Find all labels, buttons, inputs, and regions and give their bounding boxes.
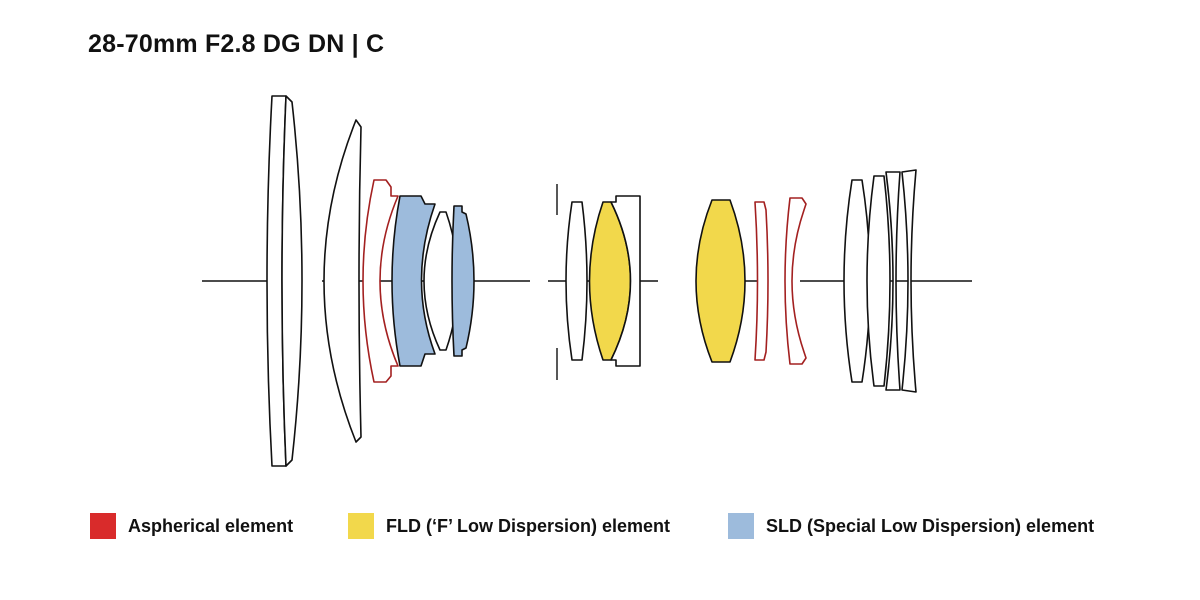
- lens-element-5: [565, 201, 588, 361]
- legend-label-aspherical: Aspherical element: [128, 515, 294, 536]
- legend-item-aspherical: Aspherical element: [90, 510, 293, 542]
- legend-swatch-sld: [728, 513, 754, 539]
- legend-label-sld: SLD (Special Low Dispersion) element: [766, 515, 1095, 536]
- aspherical-element-3: [784, 197, 807, 365]
- lens-element-6: [610, 195, 641, 367]
- lens-element-10: [901, 169, 917, 393]
- legend-item-fld: FLD (‘F’ Low Dispersion) element: [348, 510, 670, 542]
- legend-swatch-fld: [348, 513, 374, 539]
- lens-element-8: [866, 175, 891, 387]
- sld-element-2: [451, 205, 475, 357]
- legend-label-fld: FLD (‘F’ Low Dispersion) element: [386, 515, 671, 536]
- legend-swatch-aspherical: [90, 513, 116, 539]
- lens-element-3: [323, 119, 362, 443]
- lens-element-2: [281, 95, 303, 467]
- fld-element-2: [695, 199, 746, 363]
- aspherical-element-2: [754, 201, 769, 361]
- aspherical-element-1: [362, 179, 399, 383]
- diagram-title: 28-70mm F2.8 DG DN | C: [88, 30, 385, 58]
- lens-element-7: [843, 179, 871, 383]
- sld-element-1: [391, 195, 436, 367]
- lens-element-9: [885, 171, 901, 391]
- legend-item-sld: SLD (Special Low Dispersion) element: [728, 510, 1094, 542]
- legend: Aspherical element FLD (‘F’ Low Dispersi…: [0, 510, 1200, 542]
